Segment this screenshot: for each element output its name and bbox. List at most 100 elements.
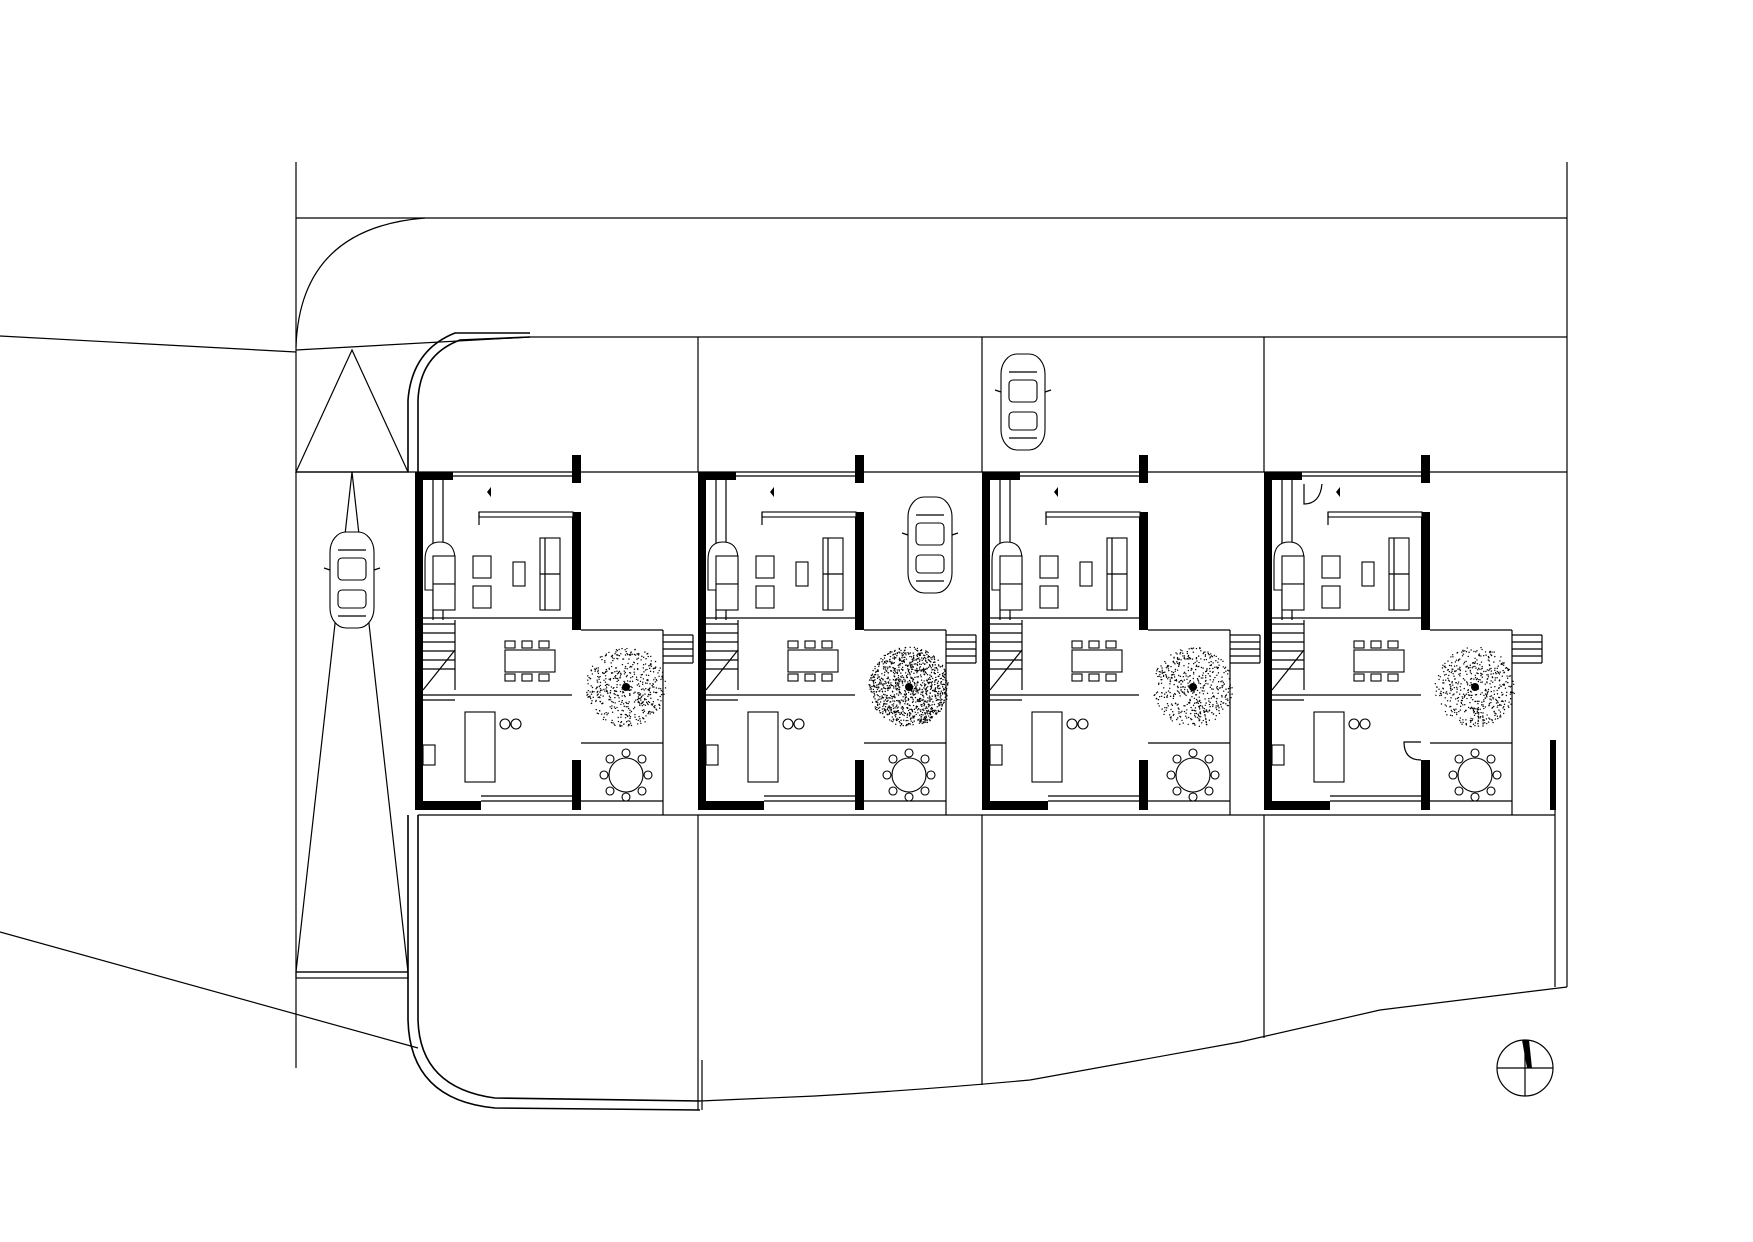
- wall-north-pier: [855, 455, 864, 483]
- staircase: [1271, 620, 1305, 691]
- dining-chair: [1088, 673, 1100, 682]
- staircase: [705, 620, 739, 691]
- wall-north-pier: [572, 455, 581, 483]
- entry-arrow-icon: [487, 487, 491, 497]
- side-table: [1079, 561, 1093, 587]
- dining-chair: [1088, 640, 1100, 649]
- car-icon: [901, 496, 959, 594]
- dining-chair: [1370, 673, 1382, 682]
- dining-chair: [1387, 640, 1399, 649]
- wall-east-lower: [1421, 760, 1430, 810]
- dining-chair: [1071, 673, 1083, 682]
- armchair-1: [1039, 555, 1059, 579]
- wall-west: [698, 472, 706, 810]
- dining-chair: [787, 640, 799, 649]
- dining-chair: [538, 640, 550, 649]
- side-table: [795, 561, 809, 587]
- wall-west: [982, 472, 990, 810]
- dining-chair: [787, 673, 799, 682]
- car-icon: [994, 353, 1052, 451]
- wall-east-lower: [572, 760, 581, 810]
- chair-2: [1281, 583, 1305, 611]
- kitchen-island: [747, 711, 779, 783]
- dining-table: [504, 649, 556, 673]
- stool-2: [510, 718, 522, 730]
- terrace-table: [1448, 748, 1502, 802]
- car-icon: [323, 531, 381, 629]
- wall-east-upper: [855, 512, 864, 630]
- cars: [323, 353, 1052, 629]
- tree-icon: [586, 647, 667, 728]
- dining-chair: [821, 673, 833, 682]
- dining-chair: [521, 640, 533, 649]
- kitchen-counter-top: [1327, 511, 1423, 518]
- armchair-1: [755, 555, 775, 579]
- entry-door-icon: [1303, 483, 1323, 505]
- row-house-2: [698, 455, 977, 815]
- wall-east-upper: [572, 512, 581, 630]
- wall-north-west: [415, 472, 453, 480]
- wall-north-pier: [1139, 455, 1148, 483]
- wall-west: [415, 472, 423, 810]
- wall-east-lower: [1139, 760, 1148, 810]
- dining-chair: [804, 640, 816, 649]
- wall-south-east: [855, 801, 864, 810]
- kitchen-counter-top: [478, 511, 574, 518]
- wall-west: [1264, 472, 1272, 810]
- wall-south-west: [1264, 801, 1330, 810]
- dining-chair: [821, 640, 833, 649]
- terrace-table: [882, 748, 936, 802]
- row-house-1: [415, 455, 694, 815]
- chair-2: [999, 583, 1023, 611]
- stool-2: [1077, 718, 1089, 730]
- wall-south-east: [1139, 801, 1148, 810]
- armchair-1: [472, 555, 492, 579]
- wall-south-west: [982, 801, 1048, 810]
- armchair-2: [755, 585, 775, 609]
- dining-chair: [1071, 640, 1083, 649]
- driveway: [295, 348, 409, 979]
- kitchen-island: [464, 711, 496, 783]
- garden-door-icon: [1403, 741, 1422, 761]
- chair-2: [432, 583, 456, 611]
- dining-chair: [1353, 640, 1365, 649]
- courtyard-steps: [1230, 634, 1261, 664]
- entry-arrow-icon: [770, 487, 774, 497]
- stool-1: [1348, 718, 1360, 730]
- dining-chair: [521, 673, 533, 682]
- dining-chair: [1387, 673, 1399, 682]
- dining-table: [787, 649, 839, 673]
- kitchen-counter-top: [1045, 511, 1141, 518]
- dining-chair: [504, 673, 516, 682]
- kitchen-unit: [989, 744, 1003, 766]
- chair-1: [999, 555, 1023, 585]
- terrace-table: [1166, 748, 1220, 802]
- wall-south-west: [415, 801, 481, 810]
- dining-chair: [1105, 640, 1117, 649]
- tree-icon: [1434, 646, 1515, 728]
- dining-chair: [804, 673, 816, 682]
- wall-north-pier: [1421, 455, 1430, 483]
- tree-icon: [1153, 647, 1233, 728]
- wall-east-upper: [1139, 512, 1148, 630]
- row-houses: [415, 455, 1556, 815]
- wall-garden-end: [1550, 740, 1556, 810]
- chair-1: [1281, 555, 1305, 585]
- wall-north-west: [982, 472, 1020, 480]
- kitchen-unit: [422, 744, 436, 766]
- courtyard-steps: [946, 634, 977, 664]
- wall-north-west: [1264, 472, 1302, 480]
- armchair-2: [1321, 585, 1341, 609]
- chair-1: [715, 555, 739, 585]
- dining-table: [1071, 649, 1123, 673]
- stool-1: [782, 718, 794, 730]
- armchair-1: [1321, 555, 1341, 579]
- wall-south-west: [698, 801, 764, 810]
- north-arrow-icon: [1496, 1039, 1554, 1097]
- entry-arrow-icon: [1054, 487, 1058, 497]
- terrace-table: [599, 748, 653, 802]
- dining-chair: [1353, 673, 1365, 682]
- kitchen-unit: [705, 744, 719, 766]
- kitchen-island: [1031, 711, 1063, 783]
